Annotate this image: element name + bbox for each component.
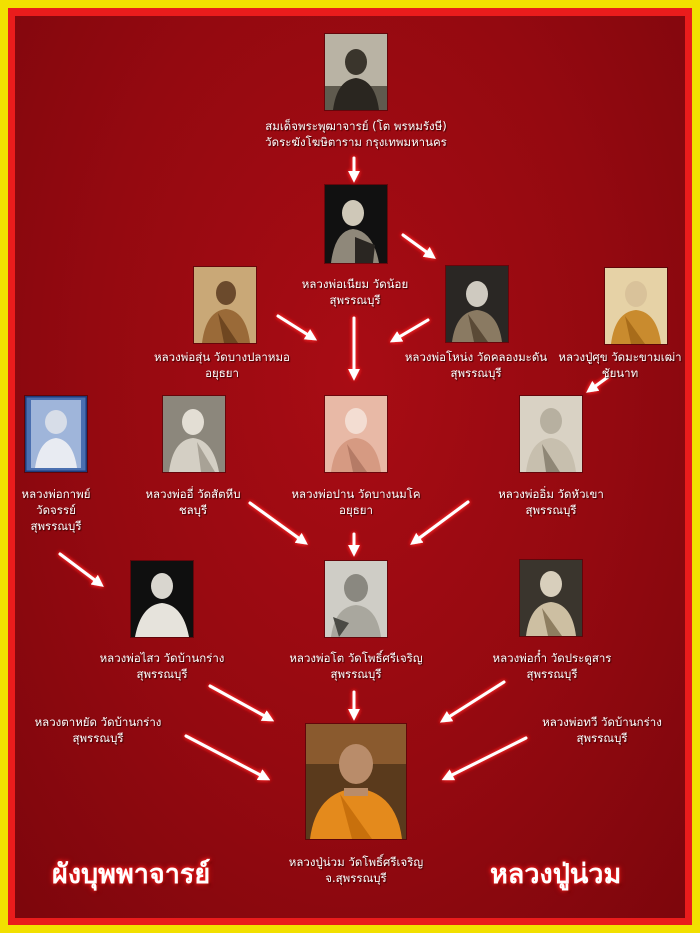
label-parn-line2: อยุธยา xyxy=(339,503,373,517)
label-nong-line2: สุพรรณบุรี xyxy=(450,366,502,380)
label-nuam-line2: จ.สุพรรณบุรี xyxy=(325,871,387,885)
label-to-line2: สุพรรณบุรี xyxy=(330,667,382,681)
label-to-line1: หลวงพ่อโต วัดโพธิ์ศรีเจริญ xyxy=(289,651,423,665)
label-sun-line1: หลวงพ่อสุ่น วัดบางปลาหมอ xyxy=(154,350,290,364)
label-kap-line1: หลวงพ่อกาพย์ xyxy=(21,487,91,501)
label-niam: หลวงพ่อเนียม วัดน้อย สุพรรณบุรี xyxy=(302,276,408,308)
portrait-sun xyxy=(194,267,256,343)
label-niam-line2: สุพรรณบุรี xyxy=(329,293,381,307)
label-ee: หลวงพ่ออี่ วัดสัตหีบ ชลบุรี xyxy=(145,486,240,518)
label-suk-line1: หลวงปู่ศุข วัดมะขามเฒ่า xyxy=(558,350,682,364)
label-nuam-line1: หลวงปู่น่วม วัดโพธิ์ศรีเจริญ xyxy=(288,855,424,869)
label-sun-line2: อยุธยา xyxy=(205,366,239,380)
label-im-line1: หลวงพ่ออิ่ม วัดหัวเขา xyxy=(498,487,604,501)
label-sao: หลวงพ่อไสว วัดบ้านกร่าง สุพรรณบุรี xyxy=(100,650,225,682)
label-parn-line1: หลวงพ่อปาน วัดบางนมโค xyxy=(291,487,421,501)
label-kap-line2: วัดจรรย์ xyxy=(36,503,76,517)
label-thawi-line2: สุพรรณบุรี xyxy=(576,731,628,745)
label-kap-line3: สุพรรณบุรี xyxy=(30,519,82,533)
portrait-im xyxy=(520,396,582,472)
label-im-line2: สุพรรณบุรี xyxy=(525,503,577,517)
label-thawi: หลวงพ่อทวี วัดบ้านกร่าง สุพรรณบุรี xyxy=(542,714,662,746)
portrait-kap xyxy=(25,396,87,472)
label-suk: หลวงปู่ศุข วัดมะขามเฒ่า ชัยนาท xyxy=(558,349,681,381)
label-nong: หลวงพ่อโหน่ง วัดคลองมะดัน สุพรรณบุรี xyxy=(405,349,547,381)
label-somdet-line1: สมเด็จพระพุฒาจารย์ (โต พรหมรังษี) xyxy=(265,119,447,133)
label-nuam: หลวงปู่น่วม วัดโพธิ์ศรีเจริญ จ.สุพรรณบุร… xyxy=(289,854,423,886)
label-sao-line2: สุพรรณบุรี xyxy=(136,667,188,681)
portrait-suk xyxy=(605,268,667,344)
label-sao-line1: หลวงพ่อไสว วัดบ้านกร่าง xyxy=(99,651,225,665)
label-parn: หลวงพ่อปาน วัดบางนมโค อยุธยา xyxy=(291,486,420,518)
chart-title-right: หลวงปู่น่วม xyxy=(490,859,622,890)
chart-title-left: ผังบุพพาจารย์ xyxy=(52,859,211,890)
label-kam-line2: สุพรรณบุรี xyxy=(526,667,578,681)
portrait-to xyxy=(325,561,387,637)
portrait-kam xyxy=(520,560,582,636)
label-to: หลวงพ่อโต วัดโพธิ์ศรีเจริญ สุพรรณบุรี xyxy=(289,650,422,682)
label-kam-line1: หลวงพ่อก๋ำ วัดประดูสาร xyxy=(492,651,612,665)
label-tayat-line2: สุพรรณบุรี xyxy=(72,731,124,745)
label-somdet-line2: วัดระฆังโฆษิตาราม กรุงเทพมหานคร xyxy=(265,135,447,149)
label-nong-line1: หลวงพ่อโหน่ง วัดคลองมะดัน xyxy=(404,350,548,364)
label-kap: หลวงพ่อกาพย์ วัดจรรย์ สุพรรณบุรี xyxy=(22,486,91,534)
label-niam-line1: หลวงพ่อเนียม วัดน้อย xyxy=(301,277,409,291)
portrait-ee xyxy=(163,396,225,472)
label-thawi-line1: หลวงพ่อทวี วัดบ้านกร่าง xyxy=(542,715,662,729)
portrait-somdet xyxy=(325,34,387,110)
label-kam: หลวงพ่อก๋ำ วัดประดูสาร สุพรรณบุรี xyxy=(493,650,612,682)
portrait-niam xyxy=(325,185,387,263)
label-tayat-line1: หลวงตาหยัด วัดบ้านกร่าง xyxy=(34,715,162,729)
label-ee-line2: ชลบุรี xyxy=(178,503,208,517)
label-im: หลวงพ่ออิ่ม วัดหัวเขา สุพรรณบุรี xyxy=(498,486,604,518)
portrait-nuam xyxy=(306,724,406,839)
label-tayat: หลวงตาหยัด วัดบ้านกร่าง สุพรรณบุรี xyxy=(35,714,162,746)
label-somdet: สมเด็จพระพุฒาจารย์ (โต พรหมรังษี) วัดระฆ… xyxy=(265,118,447,150)
label-ee-line1: หลวงพ่ออี่ วัดสัตหีบ xyxy=(145,487,241,501)
portrait-parn xyxy=(325,396,387,472)
label-sun: หลวงพ่อสุ่น วัดบางปลาหมอ อยุธยา xyxy=(154,349,290,381)
portrait-nong xyxy=(446,266,508,342)
label-suk-line2: ชัยนาท xyxy=(601,366,639,380)
portrait-sao xyxy=(131,561,193,637)
